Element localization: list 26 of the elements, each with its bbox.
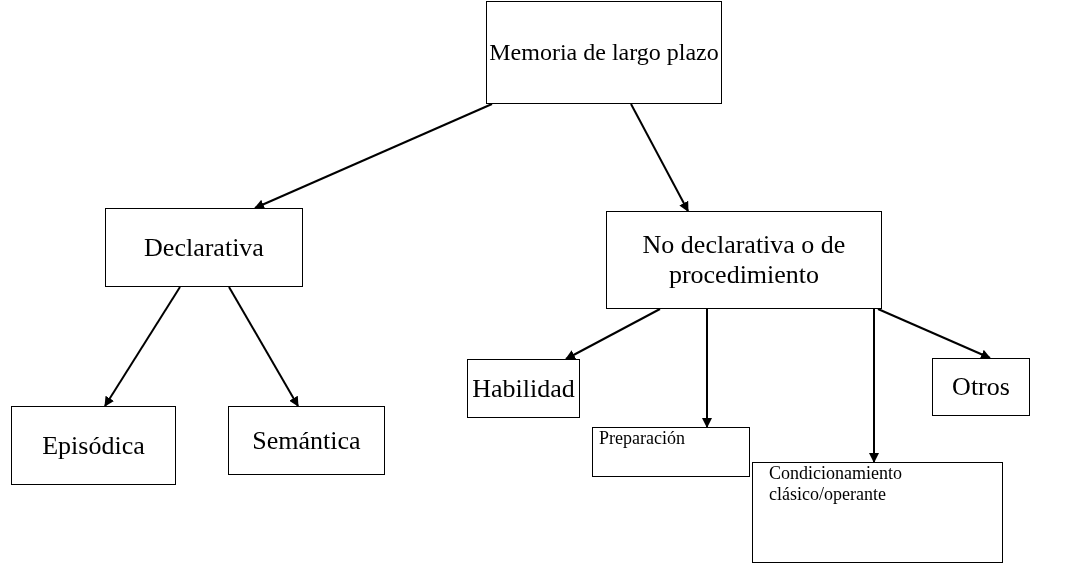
- concept-label: Episódica: [42, 430, 145, 461]
- arrow: [228, 286, 299, 407]
- arrow: [565, 308, 661, 360]
- arrow: [630, 103, 689, 212]
- concept-box: [11, 406, 176, 485]
- concept-label: No declarativa o de procedimiento: [641, 230, 847, 290]
- concept-box: [467, 359, 580, 418]
- concept-label: Condicionamiento clásico/operante: [769, 463, 903, 505]
- concept-box: [486, 1, 722, 104]
- concept-label: Otros: [952, 372, 1010, 402]
- concept-label: Preparación: [599, 428, 685, 449]
- concept-box: [592, 427, 750, 477]
- arrow: [254, 103, 493, 209]
- concept-box: [932, 358, 1030, 416]
- concept-box: [105, 208, 303, 287]
- concept-label: Semántica: [252, 425, 361, 456]
- concept-box: [752, 462, 1003, 563]
- concept-label: Memoria de largo plazo: [489, 39, 719, 66]
- arrow: [104, 286, 181, 407]
- concept-label: Declarativa: [144, 232, 264, 263]
- concept-box: [228, 406, 385, 475]
- arrow: [869, 308, 879, 463]
- arrow: [877, 308, 991, 359]
- concept-label: Habilidad: [472, 373, 575, 404]
- arrow: [702, 308, 712, 428]
- concept-box: [606, 211, 882, 309]
